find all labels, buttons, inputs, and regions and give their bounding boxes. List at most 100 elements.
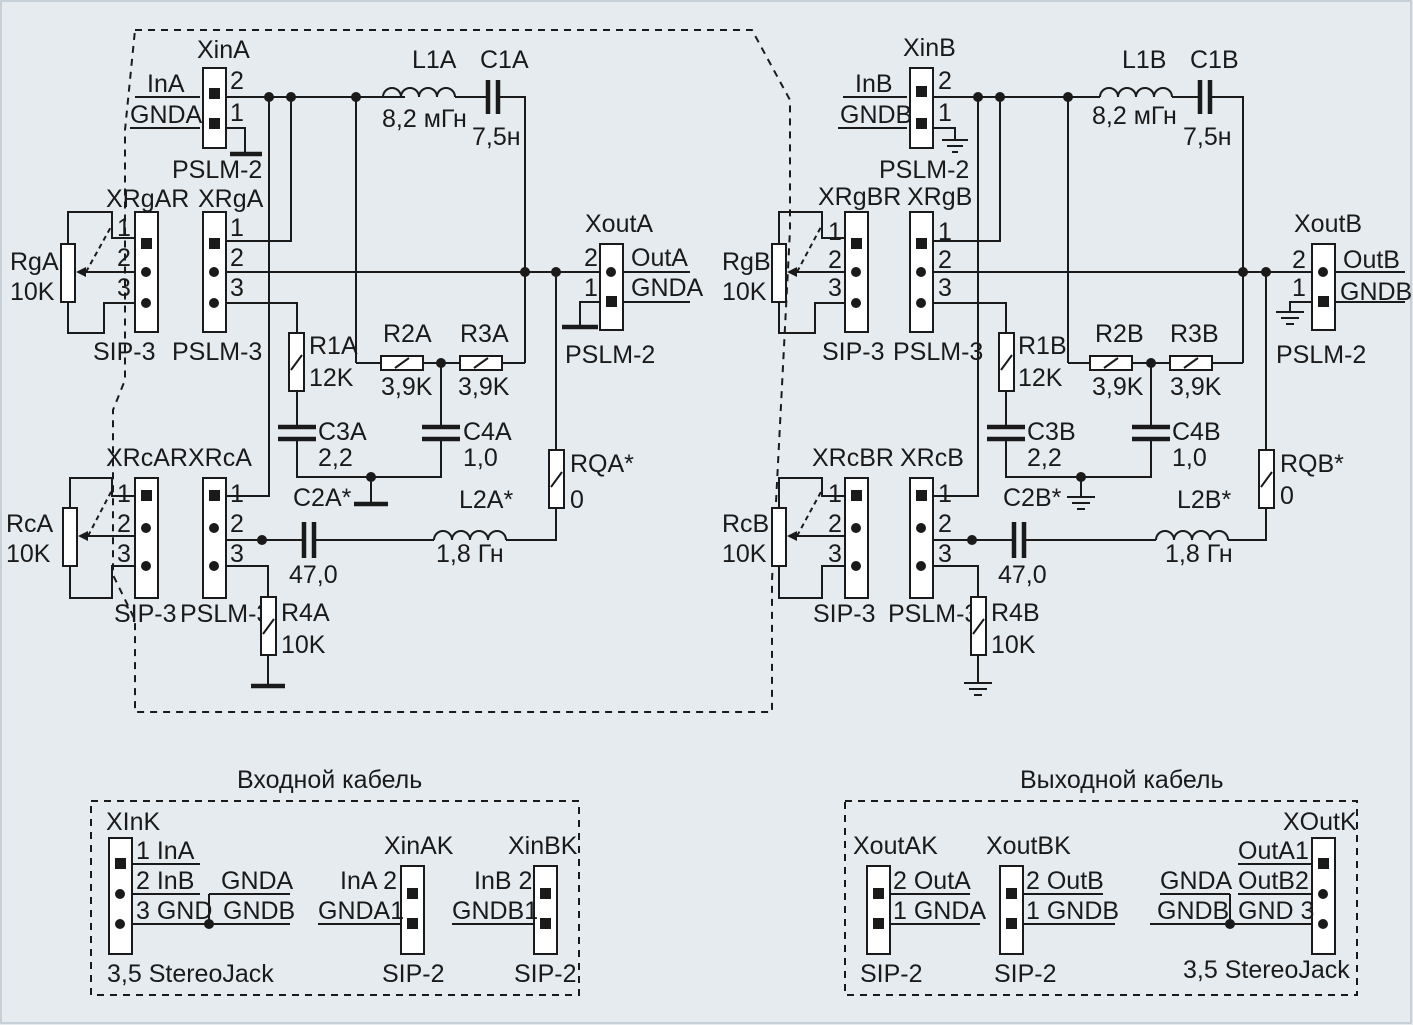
r3b-value: 3,9K (1170, 373, 1222, 401)
xrcar-pin2: 2 (117, 510, 131, 538)
xrgbr-pin3: 3 (828, 274, 842, 302)
r2b-label: R2B (1095, 320, 1144, 348)
c4a-value: 1,0 (463, 444, 498, 472)
l2a-inductor (433, 530, 507, 541)
xrgbr-pin1: 1 (828, 218, 842, 246)
xinb-pin1-num: 1 (938, 99, 952, 127)
xina-connector (202, 67, 227, 149)
xoutb-label: XoutB (1294, 210, 1362, 238)
xrga-pin1: 1 (230, 214, 244, 242)
xrga-label: XRgA (198, 185, 264, 213)
xouta-type: PSLM-2 (565, 341, 655, 369)
input-cable: Входной кабель XInK 1 InA 2 InB 3 GND GN… (90, 766, 580, 996)
outa-label: OutA (631, 244, 688, 272)
xrcbr-type: SIP-3 (813, 600, 876, 628)
input-cable-title: Входной кабель (237, 766, 422, 794)
l1a-inductor (382, 87, 456, 98)
c4b-value: 1,0 (1172, 444, 1207, 472)
xrgb-type: PSLM-3 (893, 338, 983, 366)
xrcbr-pin3: 3 (828, 540, 842, 568)
rcb-value: 10K (722, 540, 767, 568)
xouta-label: XoutA (585, 210, 653, 238)
xinbk-label: XinBK (508, 832, 578, 860)
l2b-value: 1,8 Гн (1165, 540, 1233, 568)
r1a-value: 12K (309, 364, 354, 392)
c1b-label: C1B (1190, 46, 1239, 74)
xrga-pin3: 3 (230, 274, 244, 302)
xina-label: XinA (197, 36, 250, 64)
xrcar-type: SIP-3 (114, 600, 177, 628)
xina-pin2 (209, 88, 220, 99)
xrca-type: PSLM-3 (180, 600, 270, 628)
c3b-value: 2,2 (1027, 444, 1062, 472)
r3b-label: R3B (1170, 320, 1219, 348)
xoutbk-label: XoutBK (986, 832, 1071, 860)
xoutk-row2: OutB2 (1238, 867, 1309, 895)
in-jack-label: 3,5 StereoJack (107, 960, 274, 988)
out-gnda-label: GNDA (1160, 867, 1233, 895)
rqb-value: 0 (1280, 482, 1294, 510)
xoutb-connector (1311, 243, 1336, 331)
c2a-label: C2A* (293, 484, 352, 512)
xinb-type: PSLM-2 (879, 156, 969, 184)
l2a-value: 1,8 Гн (436, 540, 504, 568)
xrcbr-pin1: 1 (828, 480, 842, 508)
c2a-value: 47,0 (289, 561, 338, 589)
xoutak-line2: 1 GNDA (893, 897, 986, 925)
c2b-value: 47,0 (998, 561, 1047, 589)
rgb-value: 10K (722, 278, 767, 306)
r4b-label: R4B (991, 599, 1040, 627)
rcb-potentiometer (771, 507, 787, 567)
xrgb-pin1: 1 (938, 218, 952, 246)
l1a-value: 8,2 мГн (382, 105, 467, 133)
r4b-value: 10K (991, 631, 1036, 659)
rga-label: RgA (10, 248, 59, 276)
rga-value: 10K (10, 278, 55, 306)
xinak-type: SIP-2 (382, 960, 445, 988)
xrgar-label: XRgAR (106, 185, 189, 213)
inb-label: InB (855, 70, 893, 98)
xinbk-line1: InB 2 (474, 867, 532, 895)
xrgar-pin2: 2 (117, 244, 131, 272)
xink-row3: 3 GND (136, 897, 212, 925)
xrgb-label: XRgB (907, 183, 972, 211)
rqa-label: RQA* (570, 450, 634, 478)
xink-row2: 2 InB (136, 867, 194, 895)
xinak-label: XinAK (384, 832, 454, 860)
c3b-label: C3B (1027, 418, 1076, 446)
in-gnda-label: GNDA (221, 867, 294, 895)
c3a-label: C3A (318, 418, 367, 446)
xoutb-type: PSLM-2 (1276, 341, 1366, 369)
input-cable-frame (90, 800, 580, 996)
l2b-inductor (1155, 530, 1229, 541)
xrca-connector (202, 477, 227, 599)
xouta-connector (599, 243, 624, 331)
l2b-label: L2B* (1177, 486, 1231, 514)
xrcar-connector (134, 477, 159, 599)
xinbk-connector (533, 865, 558, 955)
xrca-label: XRcA (188, 444, 252, 472)
rca-label: RcA (6, 510, 54, 538)
xinb-label: XinB (903, 34, 956, 62)
out-gndb-label: GNDB (1157, 897, 1229, 925)
gnda-in-label: GNDA (130, 101, 203, 129)
xrcb-pin3: 3 (938, 540, 952, 568)
xoutb-pin2: 2 (1292, 246, 1306, 274)
xinb-connector (909, 67, 934, 149)
xinak-line2: GNDA1 (318, 897, 404, 925)
xoutb-pin1: 1 (1292, 274, 1306, 302)
xoutk-row3: GND 3 (1238, 897, 1314, 925)
rqb-label: RQB* (1280, 450, 1344, 478)
xinak-line1: InA 2 (340, 867, 397, 895)
xina-pin1-num: 1 (230, 99, 244, 127)
xink-label: XInK (106, 808, 161, 836)
xoutbk-line2: 1 GNDB (1026, 897, 1119, 925)
xrcar-pin1: 1 (117, 480, 131, 508)
l1b-inductor (1099, 87, 1173, 98)
xina-pin2-num: 2 (230, 67, 244, 95)
output-cable-title: Выходной кабель (1020, 766, 1224, 794)
xrga-type: PSLM-3 (172, 338, 262, 366)
xoutbk-line1: 2 OutB (1026, 867, 1104, 895)
l2a-label: L2A* (459, 486, 513, 514)
